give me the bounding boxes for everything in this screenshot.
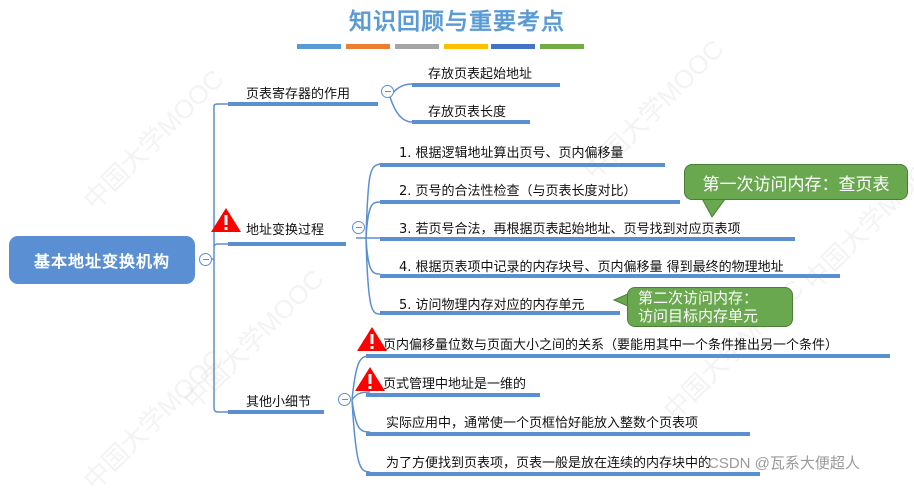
- collapse-branch-1-button[interactable]: [381, 85, 394, 98]
- step-4[interactable]: 4. 根据页表项中记录的内存块号、页内偏移量 得到最终的物理地址: [399, 260, 784, 275]
- collapse-root-button[interactable]: [199, 253, 212, 266]
- callout-box: 第二次访问内存： 访问目标内存单元: [627, 287, 793, 327]
- branch-address-translation[interactable]: 地址变换过程: [246, 223, 325, 238]
- detail-page-frame-fit[interactable]: 实际应用中，通常使一个页框恰好能放入整数个页表项: [386, 416, 699, 431]
- warning-icon: [357, 327, 387, 351]
- detail-one-dimensional[interactable]: 页式管理中地址是一维的: [383, 377, 527, 392]
- callout-box: 第一次访问内存：查页表: [684, 164, 908, 200]
- warning-icon: [355, 367, 385, 391]
- collapse-branch-3-button[interactable]: [338, 393, 351, 406]
- leaf-store-start-address[interactable]: 存放页表起始地址: [428, 67, 533, 82]
- branch-page-table-register[interactable]: 页表寄存器的作用: [246, 87, 351, 102]
- callout-line-2: 访问目标内存单元: [638, 307, 759, 325]
- page-title: 知识回顾与重要考点: [349, 9, 565, 35]
- step-2[interactable]: 2. 页号的合法性检查（与页表长度对比）: [399, 184, 637, 199]
- branch-other-details[interactable]: 其他小细节: [246, 395, 312, 410]
- callout-pointer: [700, 195, 729, 218]
- leaf-store-length[interactable]: 存放页表长度: [428, 105, 507, 120]
- step-5[interactable]: 5. 访问物理内存对应的内存单元: [399, 298, 585, 313]
- color-bar-orange: [346, 44, 390, 49]
- detail-contiguous-blocks[interactable]: 为了方便找到页表项，页表一般是放在连续的内存块中的: [386, 456, 712, 471]
- collapse-branch-2-button[interactable]: [352, 221, 365, 234]
- step-1[interactable]: 1. 根据逻辑地址算出页号、页内偏移量: [399, 146, 624, 161]
- csdn-credit: CSDN @瓦系大便超人: [708, 455, 860, 472]
- mindmap-connectors: [207, 83, 890, 476]
- color-bar-yellow: [444, 44, 488, 49]
- color-bar-green: [540, 44, 584, 49]
- warning-icon: [211, 208, 241, 232]
- root-node[interactable]: 基本地址变换机构: [9, 236, 195, 284]
- callout-text: 第一次访问内存：查页表: [702, 174, 890, 195]
- color-bar-darkblue: [491, 44, 535, 49]
- step-3[interactable]: 3. 若页号合法，再根据页表起始地址、页号找到对应页表项: [399, 222, 741, 237]
- color-bar-gray: [395, 44, 439, 49]
- callout-line-1: 第二次访问内存：: [638, 289, 759, 307]
- color-bar-blue: [297, 44, 341, 49]
- detail-offset-bits[interactable]: 页内偏移量位数与页面大小之间的关系（要能用其中一个条件推出另一个条件）: [383, 338, 839, 353]
